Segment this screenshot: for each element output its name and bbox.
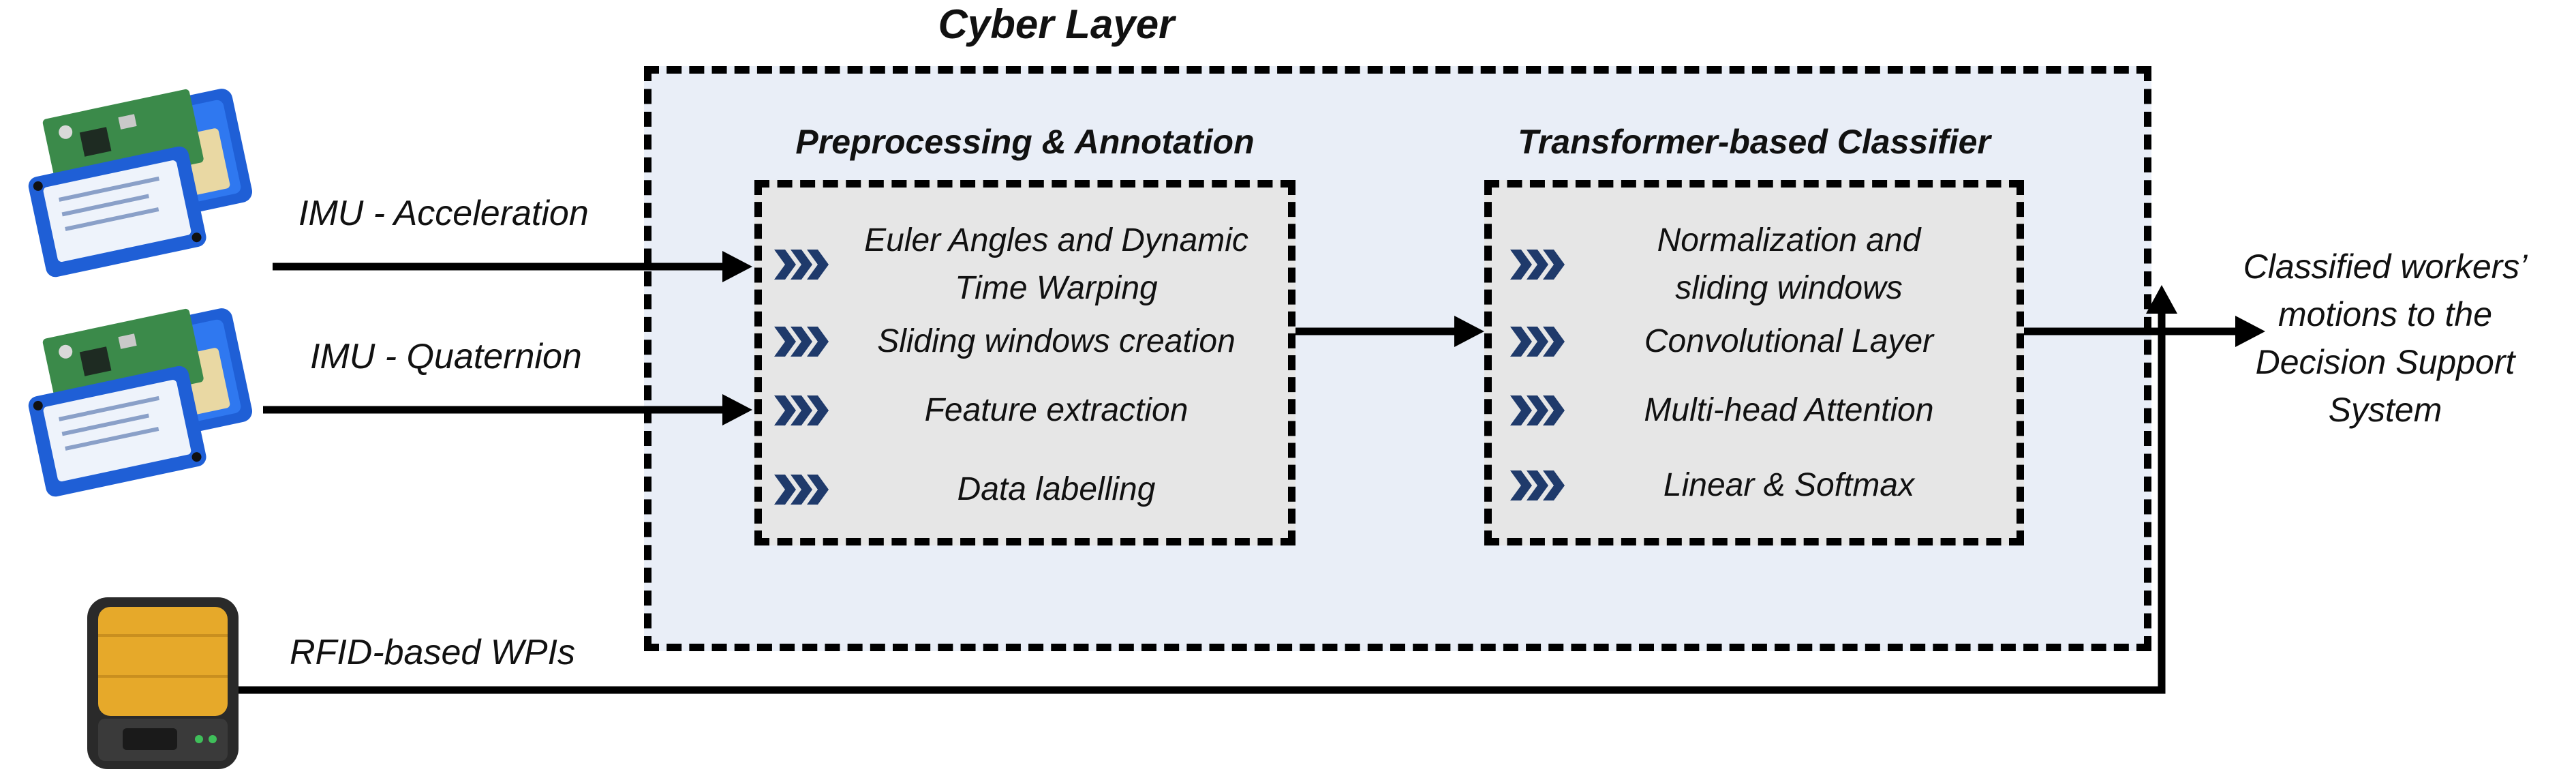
- rfid-label: RFID-based WPIs: [290, 633, 575, 672]
- transformer-item-convolutional: Convolutional Layer: [1506, 312, 2010, 371]
- imu-quaternion-label: IMU - Quaternion: [310, 337, 582, 376]
- triple-chevron-icon: [1510, 327, 1565, 357]
- transformer-item-linear-softmax: Linear & Softmax: [1506, 450, 2010, 521]
- transformer-item-list: Normalization and sliding windows Convol…: [1506, 217, 2010, 521]
- transformer-panel: [1484, 180, 2024, 545]
- preprocessing-item-label: Sliding windows creation: [877, 323, 1236, 359]
- rfid-reader: [83, 595, 243, 772]
- imu-device-quaternion: [10, 300, 269, 505]
- preprocessing-title: Preprocessing & Annotation: [795, 123, 1255, 161]
- triple-chevron-icon: [1510, 395, 1565, 425]
- output-line: Classified workers’: [2243, 248, 2528, 286]
- transformer-item-normalization: Normalization and sliding windows: [1506, 217, 2010, 312]
- preprocessing-panel: [754, 180, 1295, 545]
- preprocessing-item-list: Euler Angles and Dynamic Time Warping Sl…: [770, 217, 1281, 529]
- preprocessing-item-euler-dtw: Euler Angles and Dynamic Time Warping: [770, 217, 1281, 312]
- triple-chevron-icon: [774, 250, 829, 280]
- preprocessing-item-data-labelling: Data labelling: [770, 450, 1281, 529]
- rfid-reader-icon: [87, 597, 239, 769]
- imu-sensor-icon: [28, 308, 253, 497]
- arrow-rfid-path: [232, 285, 2177, 694]
- output-label: Classified workers’ motions to the Decis…: [2208, 243, 2562, 434]
- triple-chevron-icon: [774, 327, 829, 357]
- output-line: Decision Support: [2255, 343, 2515, 381]
- triple-chevron-icon: [1510, 470, 1565, 500]
- transformer-title: Transformer-based Classifier: [1518, 123, 1991, 161]
- transformer-item-label: Multi-head Attention: [1644, 392, 1934, 428]
- triple-chevron-icon: [1510, 250, 1565, 280]
- transformer-item-label: Normalization and: [1657, 222, 1921, 258]
- arrow-preprocessing-to-transformer: [1295, 316, 1484, 347]
- transformer-item-label: Linear & Softmax: [1663, 467, 1915, 503]
- transformer-item-label: Convolutional Layer: [1644, 323, 1934, 359]
- output-line: motions to the: [2278, 295, 2493, 333]
- preprocessing-item-sliding-windows: Sliding windows creation: [770, 312, 1281, 371]
- output-line: System: [2328, 391, 2442, 429]
- cyber-layer-title: Cyber Layer: [938, 1, 1175, 47]
- imu-acceleration-label: IMU - Acceleration: [298, 194, 589, 233]
- imu-device-acceleration: [10, 80, 269, 285]
- triple-chevron-icon: [774, 395, 829, 425]
- preprocessing-item-feature-extraction: Feature extraction: [770, 371, 1281, 450]
- imu-sensor-icon: [28, 89, 253, 278]
- preprocessing-item-label: Feature extraction: [924, 392, 1189, 428]
- transformer-item-attention: Multi-head Attention: [1506, 371, 2010, 450]
- arrow-imu-quaternion: [263, 394, 752, 425]
- triple-chevron-icon: [774, 475, 829, 505]
- preprocessing-item-label: Data labelling: [957, 471, 1156, 507]
- preprocessing-item-label: Time Warping: [955, 270, 1158, 306]
- preprocessing-item-label: Euler Angles and Dynamic: [864, 222, 1248, 258]
- arrow-output: [2024, 316, 2265, 347]
- arrow-imu-acceleration: [273, 251, 752, 282]
- transformer-item-label: sliding windows: [1675, 270, 1903, 306]
